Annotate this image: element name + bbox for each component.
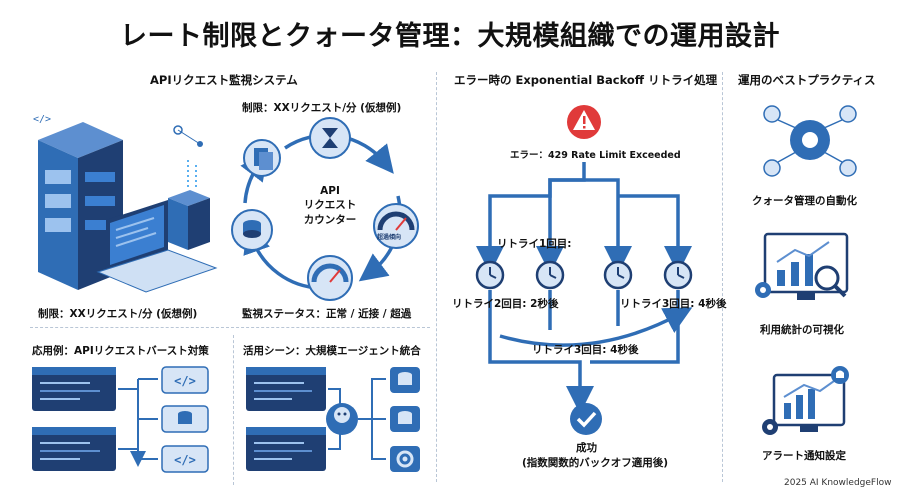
- svg-text:</>: </>: [174, 374, 196, 388]
- success-check-icon: [570, 403, 602, 435]
- svg-text:</>: </>: [174, 453, 196, 467]
- retry-3b-label: リトライ3回目: 4秒後: [620, 298, 727, 310]
- agents-diagram: [246, 367, 420, 472]
- monitor-status: 監視ステータス：正常 / 近接 / 超過: [242, 308, 412, 320]
- gauge-label: 超過傾向: [377, 234, 402, 241]
- retry-error-label: エラー：429 Rate Limit Exceeded: [510, 150, 681, 161]
- page-title: レート制限とクォータ管理：大規模組織での運用設計: [120, 21, 780, 52]
- svg-text:</>: </>: [33, 114, 51, 125]
- footer-credit: 2025 AI KnowledgeFlow: [784, 478, 892, 488]
- clock-icon-2: [535, 260, 565, 290]
- monitor-limit-bottom: 制限：XXリクエスト/分 (仮想例): [38, 308, 198, 320]
- burst-heading: 応用例：APIリクエストバースト対策: [32, 345, 209, 357]
- agents-heading: 活用シーン：大規模エージェント統合: [243, 345, 421, 357]
- success-note: (指数関数的バックオフ適用後): [522, 457, 669, 469]
- burst-diagram: </> </>: [32, 366, 209, 473]
- retry-heading: エラー時の Exponential Backoff リトライ処理: [454, 73, 718, 87]
- counter-line-3: カウンター: [303, 214, 357, 226]
- retry-1-label: リトライ1回目:: [497, 238, 572, 250]
- counter-line-2: リクエスト: [303, 199, 357, 211]
- clock-icon-3: [603, 260, 633, 290]
- monitor-limit-top: 制限：XXリクエスト/分 (仮想例): [242, 102, 402, 114]
- counter-label: API リクエスト カウンター: [285, 185, 375, 227]
- divider-monitor: [30, 327, 430, 328]
- practice-item-1: クォータ管理の自動化: [752, 195, 857, 207]
- clock-icon-1: [475, 260, 505, 290]
- divider-left: [436, 72, 437, 482]
- success-label: 成功: [576, 442, 597, 454]
- chart-monitor-icon: [755, 232, 849, 300]
- alert-monitor-icon: [762, 366, 849, 435]
- retry-3a-label: リトライ3回目: 4秒後: [532, 344, 639, 356]
- monitor-heading: APIリクエスト監視システム: [150, 73, 298, 87]
- retry-flow: [475, 105, 693, 414]
- server-illustration: </>: [33, 114, 218, 293]
- counter-cycle: [231, 117, 419, 301]
- practice-item-3: アラート通知設定: [762, 450, 846, 462]
- clock-icon-4: [663, 260, 693, 290]
- practices-heading: 運用のベストプラクティス: [738, 73, 876, 87]
- divider-right: [722, 72, 723, 482]
- counter-line-1: API: [320, 185, 340, 197]
- retry-2-label: リトライ2回目: 2秒後: [452, 298, 559, 310]
- divider-bottom: [233, 335, 234, 485]
- gear-network-icon: [763, 105, 857, 177]
- practice-item-2: 利用統計の可視化: [760, 324, 844, 336]
